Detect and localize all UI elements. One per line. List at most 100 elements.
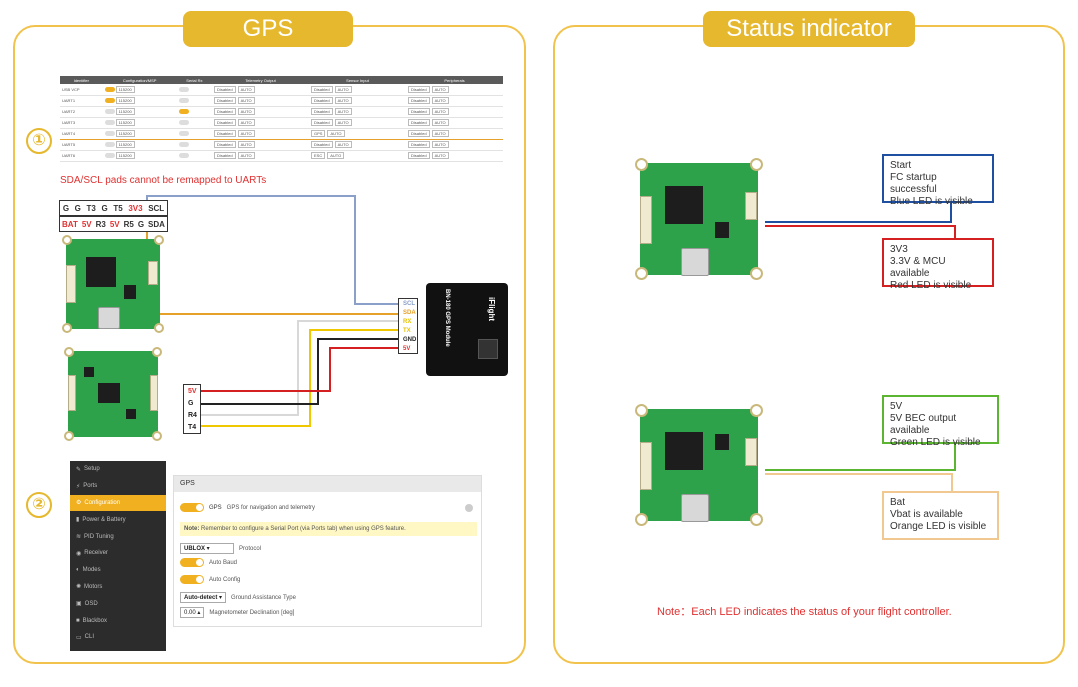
receiver-icon: ◉	[76, 550, 82, 557]
msp-toggle[interactable]	[104, 153, 115, 159]
sidebar-item-motors[interactable]: ✺Motors	[70, 579, 166, 596]
peripheral-select[interactable]: Disabled	[407, 152, 430, 159]
msp-toggle[interactable]	[104, 98, 115, 104]
status-line: Bat	[890, 497, 906, 508]
peripheral-baud-select[interactable]: AUTO	[431, 130, 449, 137]
sensor-baud-select[interactable]: AUTO	[327, 152, 345, 159]
peripheral-select[interactable]: Disabled	[407, 119, 430, 126]
sensor-baud-select[interactable]: AUTO	[327, 130, 345, 137]
sidebar-item-osd[interactable]: ▣OSD	[70, 595, 166, 612]
telemetry-baud-select[interactable]: AUTO	[237, 108, 255, 115]
sidebar-item-modes[interactable]: ◐Modes	[70, 562, 166, 579]
msp-baud-select[interactable]: 115200	[115, 119, 135, 126]
ground-assistance-label: Ground Assistance Type	[231, 594, 296, 601]
sensor-select[interactable]: Disabled	[311, 141, 333, 148]
sensor-baud-select[interactable]: AUTO	[334, 85, 352, 93]
sidebar-item-blackbox[interactable]: ■Blackbox	[70, 612, 166, 629]
sensor-baud-select[interactable]: AUTO	[334, 108, 352, 115]
telemetry-select[interactable]: Disabled	[214, 85, 236, 93]
serial-rx-toggle[interactable]	[178, 120, 189, 126]
sidebar-item-cli[interactable]: ▭CLI	[70, 629, 166, 646]
telemetry-baud-select[interactable]: AUTO	[237, 152, 255, 159]
msp-baud-select[interactable]: 115200	[115, 130, 135, 137]
sensor-baud-select[interactable]: AUTO	[334, 97, 352, 104]
protocol-value: UBLOX	[184, 546, 205, 552]
msp-baud-select[interactable]: 115200	[115, 152, 135, 159]
protocol-select[interactable]: UBLOX ▾	[180, 543, 234, 554]
telemetry-select[interactable]: Disabled	[214, 119, 236, 126]
green-led-line	[765, 444, 956, 471]
auto-config-toggle[interactable]	[180, 575, 204, 584]
telemetry-select[interactable]: Disabled	[214, 97, 236, 104]
ground-assistance-select[interactable]: Auto-detect ▾	[180, 592, 227, 603]
serial-rx-toggle[interactable]	[178, 98, 189, 104]
gps-feature-toggle[interactable]	[180, 503, 204, 512]
peripheral-baud-select[interactable]: AUTO	[431, 141, 449, 148]
port-id-cell: UART6	[60, 150, 103, 162]
msp-toggle[interactable]	[104, 142, 115, 148]
serial-rx-cell	[176, 127, 213, 140]
msp-cell: 115200	[102, 127, 177, 140]
peripheral-baud-select[interactable]: AUTO	[431, 108, 449, 115]
telemetry-select[interactable]: Disabled	[214, 152, 236, 159]
sidebar-item-pid-tuning[interactable]: ≋PID Tuning	[70, 528, 166, 545]
peripheral-select[interactable]: Disabled	[407, 97, 430, 104]
gps-pin-label: GND	[403, 336, 417, 343]
serial-rx-toggle[interactable]	[178, 86, 189, 92]
peripheral-baud-select[interactable]: AUTO	[431, 119, 449, 126]
telemetry-baud-select[interactable]: AUTO	[237, 130, 255, 137]
telemetry-baud-select[interactable]: AUTO	[237, 97, 255, 104]
sensor-select[interactable]: Disabled	[311, 108, 333, 115]
help-icon[interactable]	[465, 504, 473, 512]
serial-rx-toggle[interactable]	[178, 153, 189, 159]
telemetry-baud-select[interactable]: AUTO	[237, 119, 255, 126]
telemetry-select[interactable]: Disabled	[214, 130, 236, 137]
peripheral-baud-select[interactable]: AUTO	[431, 85, 449, 93]
peripheral-select[interactable]: Disabled	[407, 141, 430, 148]
msp-baud-select[interactable]: 115200	[115, 97, 135, 104]
sensor-baud-select[interactable]: AUTO	[334, 141, 352, 148]
telemetry-select[interactable]: Disabled	[214, 141, 236, 148]
serial-rx-toggle[interactable]	[178, 142, 189, 148]
pin-label: SDA	[148, 219, 165, 229]
auto-baud-toggle[interactable]	[180, 558, 204, 567]
serial-rx-toggle[interactable]	[178, 131, 189, 137]
msp-toggle[interactable]	[104, 131, 115, 137]
serial-rx-toggle[interactable]	[178, 109, 189, 115]
msp-baud-select[interactable]: 115200	[115, 85, 135, 93]
telemetry-baud-select[interactable]: AUTO	[237, 85, 255, 93]
peripheral-select[interactable]: Disabled	[407, 130, 430, 137]
sensor-select[interactable]: GPS	[311, 130, 326, 137]
sidebar-item-setup[interactable]: ✎Setup	[70, 461, 166, 478]
msp-baud-select[interactable]: 115200	[115, 108, 135, 115]
sensor-select[interactable]: Disabled	[311, 119, 333, 126]
msp-toggle[interactable]	[104, 87, 115, 93]
sensor-select[interactable]: Disabled	[311, 97, 333, 104]
mag-declination-input[interactable]: 0.00 ▴	[180, 607, 205, 618]
peripheral-baud-select[interactable]: AUTO	[431, 152, 449, 159]
msp-toggle[interactable]	[104, 120, 115, 126]
ports-header-cell: Serial Rx	[176, 76, 213, 84]
sidebar-item-label: Ports	[83, 483, 98, 490]
sidebar-item-configuration[interactable]: ⚙Configuration	[70, 494, 166, 512]
sidebar-item-receiver[interactable]: ◉Receiver	[70, 545, 166, 562]
sensor-select[interactable]: Disabled	[311, 85, 333, 93]
peripheral-baud-select[interactable]: AUTO	[431, 97, 449, 104]
sensor-select[interactable]: ESC	[311, 152, 326, 159]
sidebar-item-power-battery[interactable]: ▮Power & Battery	[70, 511, 166, 528]
port-identifier: UART5	[62, 142, 76, 147]
peripheral-select[interactable]: Disabled	[407, 85, 430, 93]
sidebar-item-ports[interactable]: ⚡Ports	[70, 478, 166, 495]
telemetry-baud-select[interactable]: AUTO	[237, 141, 255, 148]
peripheral-select[interactable]: Disabled	[407, 108, 430, 115]
telemetry-select[interactable]: Disabled	[214, 108, 236, 115]
msp-baud-select[interactable]: 115200	[115, 141, 135, 148]
sensor-baud-select[interactable]: AUTO	[334, 119, 352, 126]
osd-icon: ▣	[76, 601, 82, 608]
msp-toggle[interactable]	[104, 109, 115, 115]
